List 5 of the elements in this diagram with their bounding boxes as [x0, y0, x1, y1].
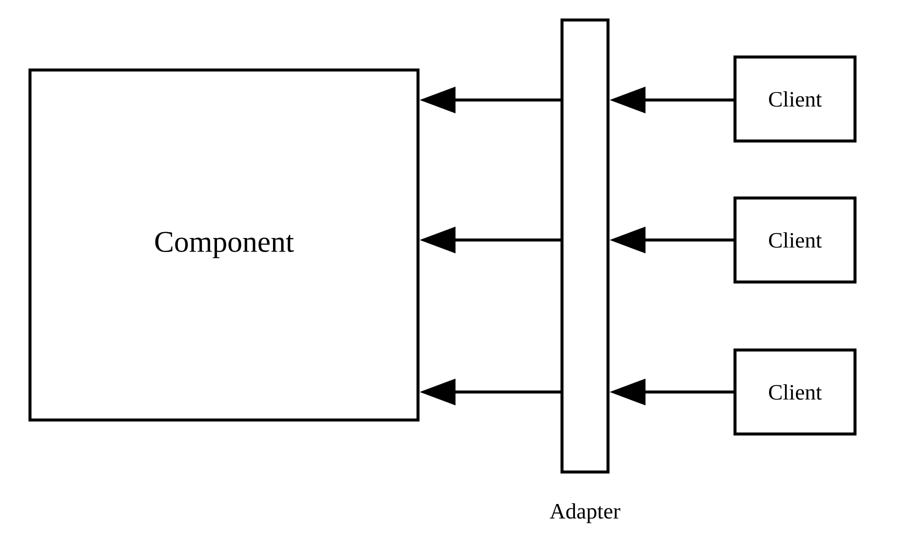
node-label: Adapter — [550, 503, 620, 524]
component-box: Component — [28, 68, 420, 422]
client-box: Client — [734, 196, 856, 284]
client-box: Client — [734, 56, 856, 142]
client-box: Client — [734, 348, 856, 436]
